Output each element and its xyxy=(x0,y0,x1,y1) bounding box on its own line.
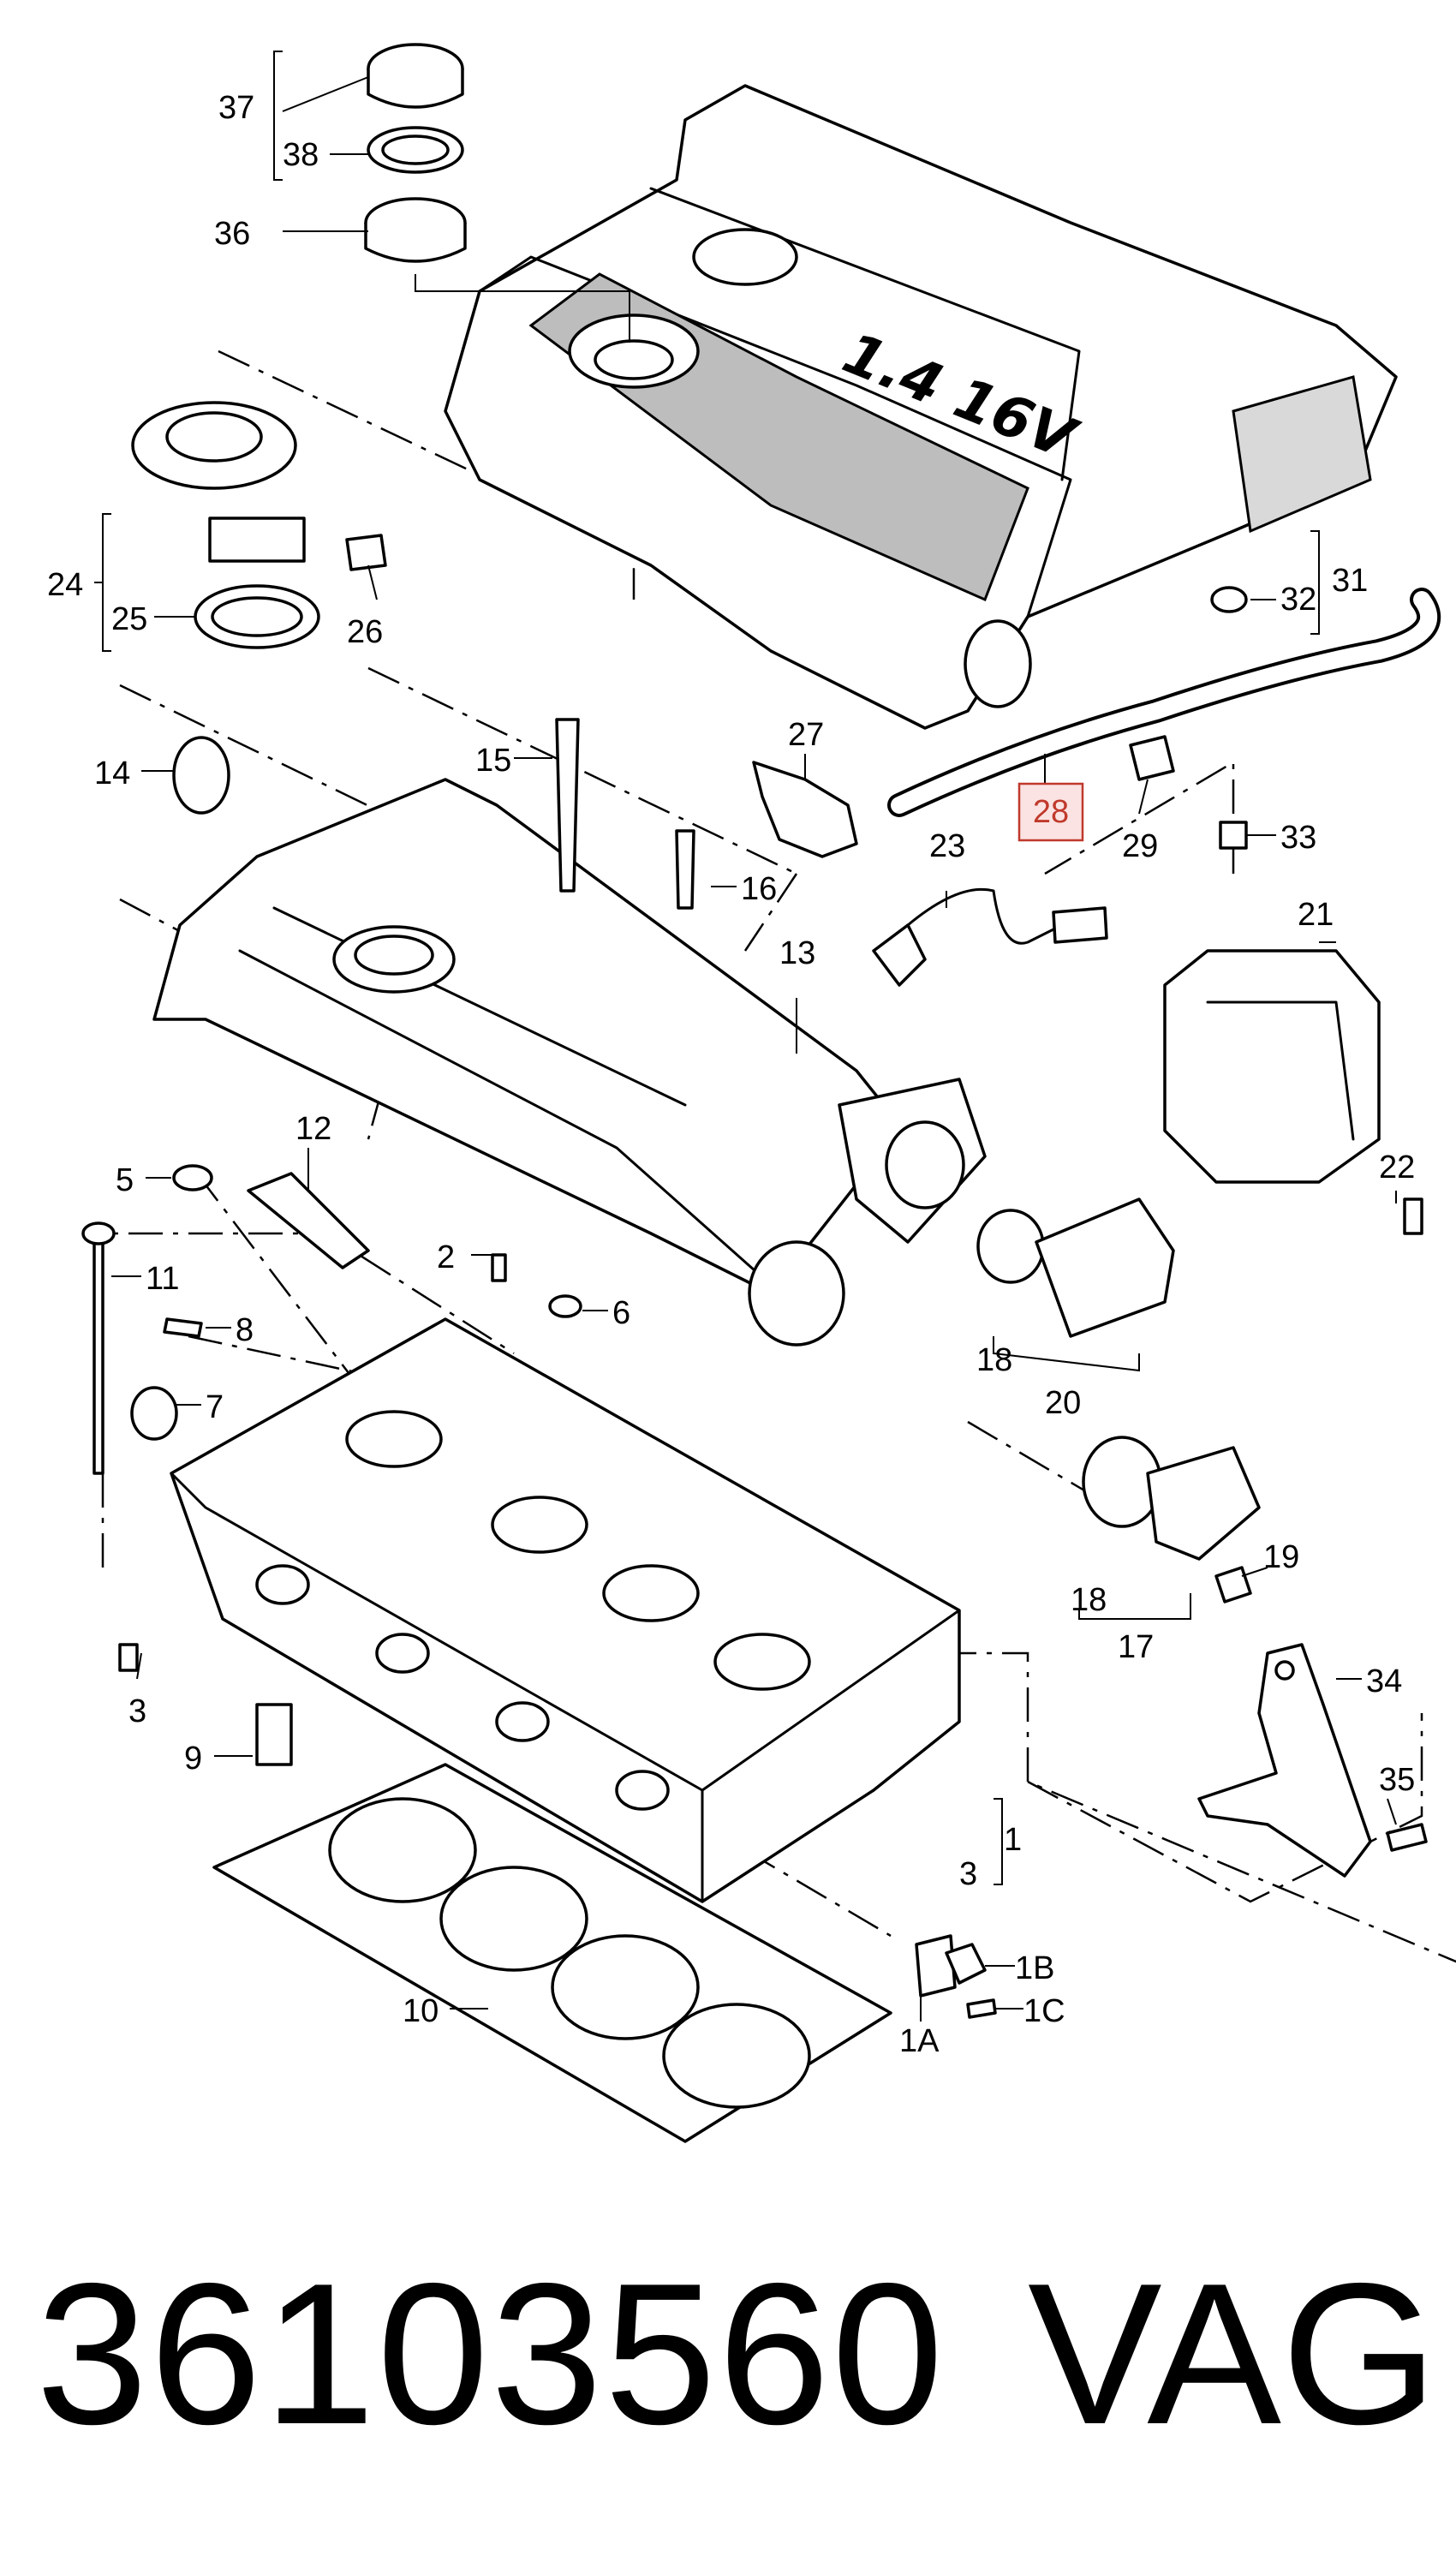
coolant-flanges[interactable] xyxy=(976,1197,1261,1603)
callout-9: 9 xyxy=(184,1741,202,1777)
callout-29: 29 xyxy=(1122,828,1158,864)
cylinder-head[interactable] xyxy=(118,1317,961,1903)
callout-1: 1 xyxy=(1004,1822,1022,1858)
callout-13: 13 xyxy=(779,935,815,971)
callout-27: 27 xyxy=(788,717,824,753)
callout-32: 32 xyxy=(1280,582,1316,618)
callout-5: 5 xyxy=(116,1162,134,1198)
callout-18a: 18 xyxy=(976,1342,1012,1378)
sensor-23[interactable] xyxy=(872,887,1108,987)
callout-2: 2 xyxy=(437,1239,455,1275)
callout-16: 16 xyxy=(741,871,777,907)
callout-34: 34 xyxy=(1366,1663,1402,1699)
callout-1c: 1C xyxy=(1023,1993,1065,2029)
callout-33: 33 xyxy=(1280,820,1316,856)
callout-1b: 1B xyxy=(1015,1950,1054,1986)
bracket-1a-1b-1c[interactable] xyxy=(915,1934,997,2019)
oil-filler-cap-group[interactable] xyxy=(364,43,630,343)
callout-21: 21 xyxy=(1298,897,1334,933)
cylinder-head-cover[interactable] xyxy=(152,718,987,1347)
callout-labels: 37 38 36 24 25 26 14 15 16 27 29 31 32 3… xyxy=(47,90,1415,2059)
highlight-callout-28[interactable]: 28 xyxy=(1017,782,1084,842)
callout-6: 6 xyxy=(612,1295,630,1331)
callout-26: 26 xyxy=(347,614,383,650)
callout-15: 15 xyxy=(475,743,511,779)
callout-17: 17 xyxy=(1118,1629,1154,1665)
breather-housing-group[interactable] xyxy=(131,401,387,649)
callout-24: 24 xyxy=(47,567,83,603)
brand-name: VAG xyxy=(1028,2241,1438,2466)
callout-28: 28 xyxy=(1033,794,1069,830)
callout-12: 12 xyxy=(295,1111,331,1147)
callout-19: 19 xyxy=(1263,1539,1299,1575)
lifting-bracket[interactable] xyxy=(1197,1643,1428,1878)
callout-14: 14 xyxy=(94,755,130,791)
callout-37: 37 xyxy=(218,90,254,126)
callout-18b: 18 xyxy=(1071,1582,1107,1618)
callout-7: 7 xyxy=(206,1389,224,1425)
callout-31: 31 xyxy=(1332,563,1368,599)
callout-22: 22 xyxy=(1379,1150,1415,1185)
engine-cover[interactable]: 1.4 16V xyxy=(444,84,1398,730)
callout-1a: 1A xyxy=(899,2023,940,2059)
callout-10: 10 xyxy=(403,1993,439,2029)
callout-20: 20 xyxy=(1045,1385,1081,1421)
head-gasket[interactable] xyxy=(212,1763,892,2143)
callout-36: 36 xyxy=(214,216,250,252)
small-parts-left[interactable] xyxy=(81,1164,582,1475)
part-number: 36103560 xyxy=(36,2241,946,2466)
callout-3b: 3 xyxy=(959,1856,977,1892)
callout-25: 25 xyxy=(111,601,147,637)
leader-lines xyxy=(94,51,1397,2022)
callout-38: 38 xyxy=(283,137,319,173)
callout-11: 11 xyxy=(146,1261,179,1297)
callout-35: 35 xyxy=(1379,1762,1415,1798)
control-module-21[interactable] xyxy=(1163,949,1423,1235)
breather-hose[interactable] xyxy=(752,586,1441,858)
callout-3a: 3 xyxy=(128,1693,146,1729)
callout-23: 23 xyxy=(929,828,965,864)
callout-8: 8 xyxy=(236,1312,254,1348)
